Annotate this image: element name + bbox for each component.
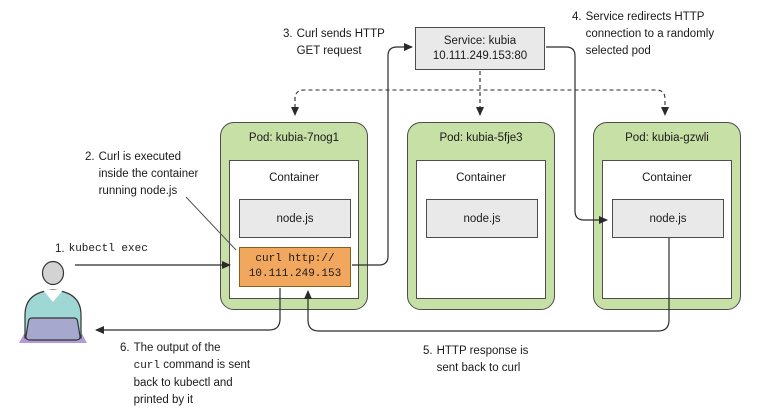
service-box: Service: kubia 10.111.249.153:80: [415, 27, 545, 70]
pod-title: Pod: kubia-7nog1: [248, 132, 340, 144]
note-line: sent back to curl: [436, 362, 521, 374]
nodejs-box: node.js: [239, 199, 351, 238]
curl-command-box: curl http:// 10.111.249.153: [239, 247, 351, 287]
note-number: 1.: [55, 243, 65, 255]
pod-kubia-5fje3: Pod: kubia-5fje3 Container node.js: [407, 122, 555, 310]
note-line: Curl sends HTTP: [296, 28, 385, 40]
note-line: connection to a randomly: [585, 28, 715, 40]
note-line: inside the container: [98, 168, 199, 180]
nodejs-box: node.js: [426, 199, 538, 238]
pod-title: Pod: kubia-gzwli: [625, 132, 709, 144]
note-command: kubectl exec: [68, 243, 148, 255]
note-line: printed by it: [133, 394, 194, 406]
service-address: 10.111.249.153:80: [432, 49, 528, 62]
note-line: Curl is executed: [98, 151, 182, 163]
note-step-5: 5. HTTP response is sent back to curl: [423, 343, 528, 377]
pod-title: Pod: kubia-5fje3: [439, 132, 523, 144]
note-line: selected pod: [585, 45, 651, 57]
curl-line-1: curl http://: [255, 253, 335, 265]
dashed-arrows-to-pod1-pod3: [291, 89, 669, 116]
container-label: Container: [456, 172, 506, 184]
note-number: 2.: [85, 151, 95, 163]
container-box: Container node.js: [416, 160, 546, 299]
note-line: Service redirects HTTP: [585, 11, 705, 23]
container-label: Container: [642, 172, 692, 184]
nodejs-box: node.js: [612, 199, 724, 238]
note-line: running node.js: [98, 185, 178, 197]
note-step-3: 3. Curl sends HTTP GET request: [283, 26, 385, 60]
note-number: 5.: [423, 345, 433, 357]
pod-kubia-7nog1: Pod: kubia-7nog1 Container node.js curl …: [220, 122, 368, 310]
note-line: HTTP response is: [436, 345, 529, 357]
service-title: Service: kubia: [443, 34, 517, 47]
pod-kubia-gzwli: Pod: kubia-gzwli Container node.js: [593, 122, 741, 310]
note-number: 6.: [120, 342, 130, 354]
note-step-2: 2. Curl is executed inside the container…: [85, 149, 198, 200]
note-command: curl: [133, 360, 160, 372]
note-line: GET request: [296, 45, 362, 57]
note-line: back to kubectl and: [133, 377, 233, 389]
container-box: Container node.js curl http:// 10.111.24…: [229, 160, 359, 299]
note-line: curl command is sent: [133, 359, 251, 372]
note-number: 3.: [283, 28, 293, 40]
container-box: Container node.js: [602, 160, 732, 299]
note-step-4: 4. Service redirects HTTP connection to …: [572, 9, 714, 60]
note-number: 4.: [572, 11, 582, 23]
container-label: Container: [269, 172, 319, 184]
curl-line-2: 10.111.249.153: [248, 268, 342, 280]
note-step-6: 6. The output of the curl command is sen…: [120, 340, 250, 409]
note-line: The output of the: [133, 342, 221, 354]
note-step-1: 1. kubectl exec: [55, 241, 148, 258]
